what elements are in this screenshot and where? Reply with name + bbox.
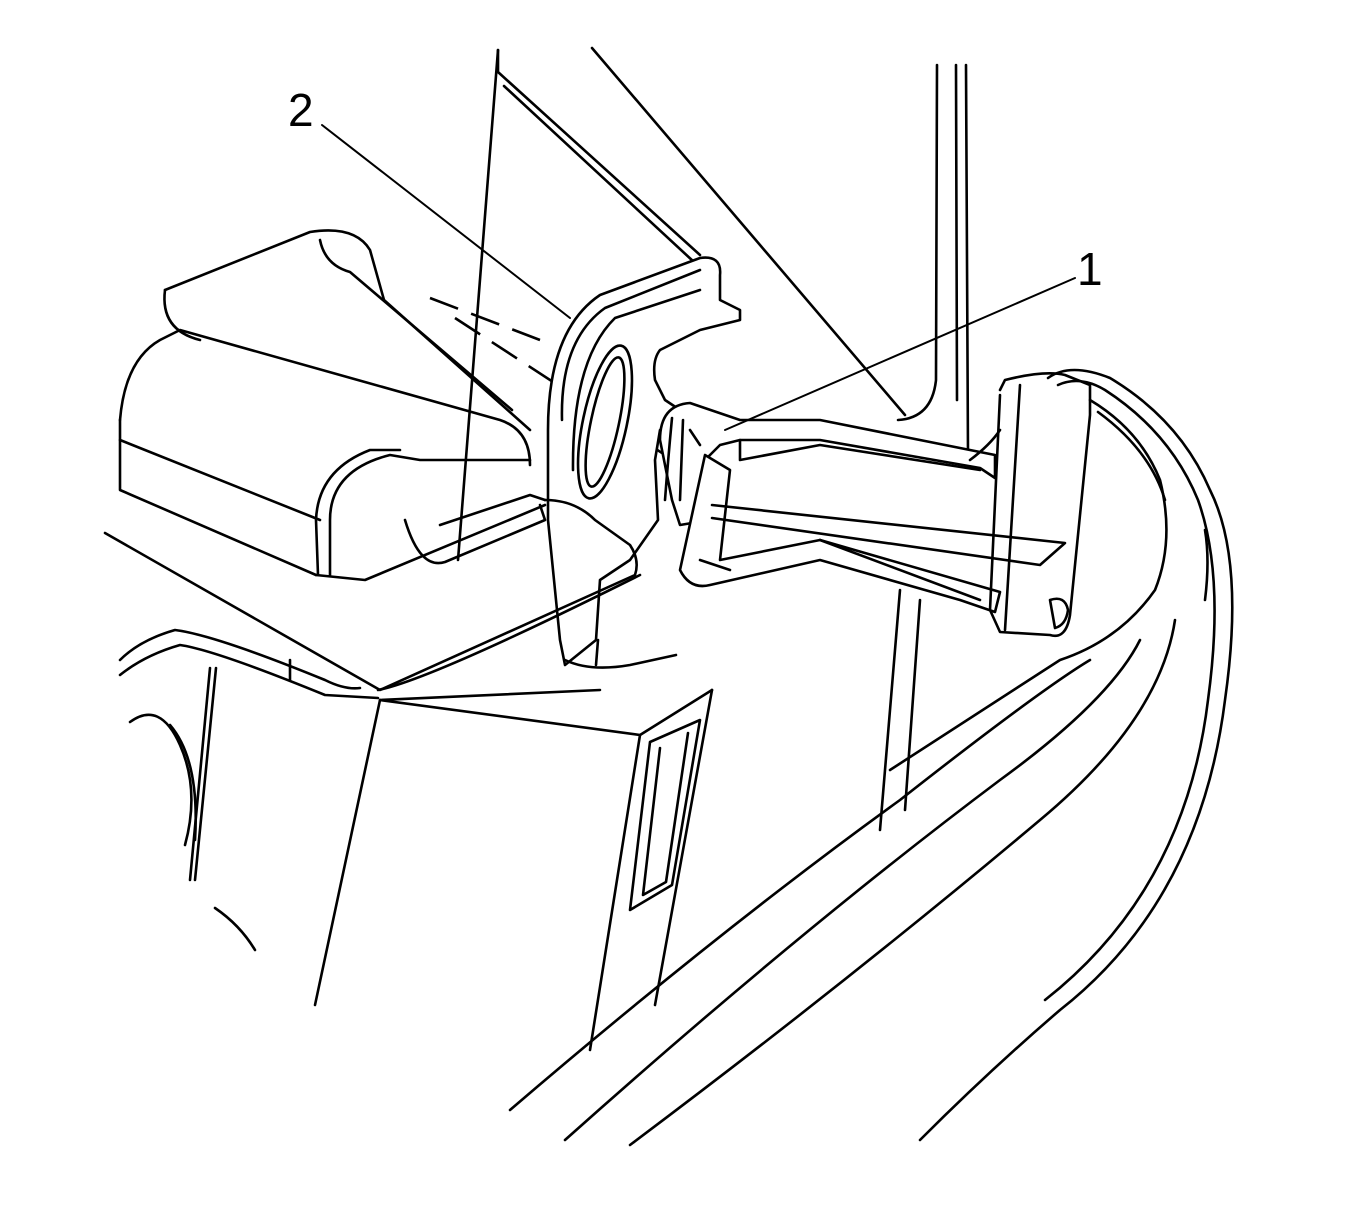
alignment-lines [429, 296, 666, 457]
door-trim-bezel [508, 368, 1234, 1147]
leader-line-1 [724, 277, 1076, 431]
seat-cushion [118, 229, 547, 582]
seat-base-curve [128, 713, 257, 952]
side-bracket [878, 372, 1092, 832]
pillar-panel [456, 46, 907, 562]
leader-line-2 [321, 124, 571, 319]
callout-label-2: 2 [288, 84, 314, 136]
callout-label-1: 1 [1077, 243, 1103, 295]
retainer-clip [658, 401, 1067, 614]
door-edge [896, 63, 970, 457]
leader-lines [321, 124, 1076, 431]
trim-plate [103, 498, 714, 1052]
mounting-bracket [546, 256, 742, 669]
